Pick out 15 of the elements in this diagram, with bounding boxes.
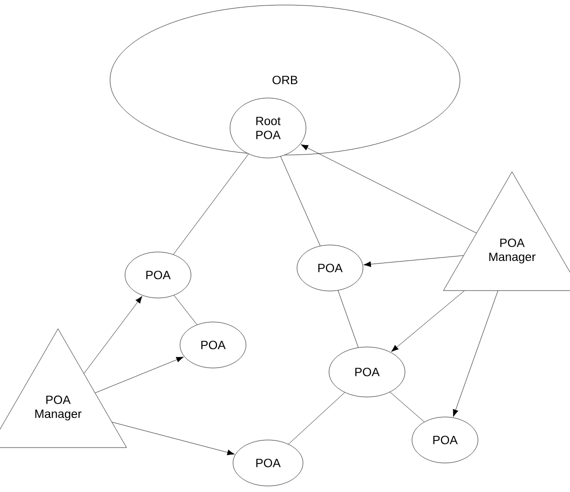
connector-line xyxy=(280,156,320,246)
connector-line xyxy=(173,154,249,255)
manager-triangle: POA Manager xyxy=(0,328,127,448)
arrow xyxy=(300,144,477,234)
connector-line xyxy=(174,295,198,325)
arrow xyxy=(84,296,142,374)
connector-line xyxy=(288,392,345,444)
connector-line xyxy=(390,392,424,422)
arrow xyxy=(391,290,464,352)
arrow xyxy=(364,255,464,268)
arrow xyxy=(452,290,498,417)
arrow xyxy=(95,356,184,394)
connector-line xyxy=(338,290,358,348)
manager-triangle: POA Manager xyxy=(443,172,570,291)
arrow xyxy=(112,422,235,456)
